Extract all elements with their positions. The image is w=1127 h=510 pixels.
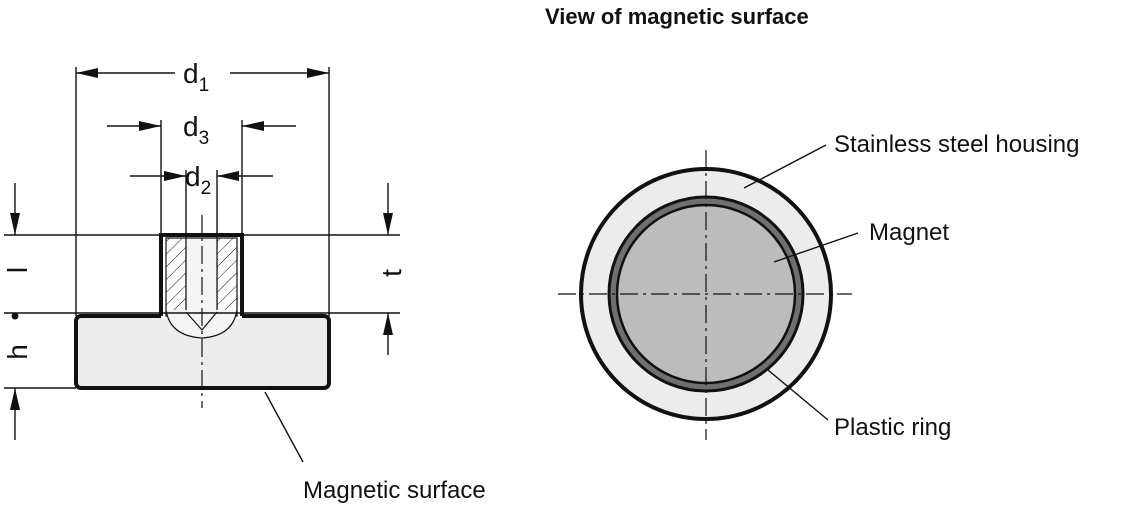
magnet-label: Magnet xyxy=(869,219,949,246)
magnet-leader xyxy=(773,232,859,263)
thread-hatch-left xyxy=(165,237,187,317)
thread-hatch-right xyxy=(216,237,238,317)
l-label: l xyxy=(2,267,33,273)
d2-arrow-left xyxy=(164,171,186,181)
view-title: View of magnetic surface xyxy=(545,4,809,29)
d1-arrow-left xyxy=(76,68,98,78)
t-label: t xyxy=(376,269,407,277)
housing-label: Stainless steel housing xyxy=(834,131,1079,158)
magnetic-surface-leader xyxy=(264,391,304,463)
d3-arrow-right xyxy=(242,121,264,131)
plastic-ring-leader xyxy=(767,369,829,421)
h-label: h xyxy=(2,344,33,360)
t-arrow-top xyxy=(383,213,393,235)
d3-label: d3 xyxy=(183,111,209,149)
side-view: d1 d3 d2 l h t Magnetic surface xyxy=(2,58,486,504)
plastic-ring-label: Plastic ring xyxy=(834,414,951,441)
magnetic-surface-label: Magnetic surface xyxy=(303,477,486,504)
magnetic-surface-view: Stainless steel housing Magnet Plastic r… xyxy=(558,131,1079,441)
d1-arrow-right xyxy=(307,68,329,78)
l-h-dot xyxy=(11,312,19,320)
l-arrow-top xyxy=(10,213,20,235)
d2-label: d2 xyxy=(185,161,211,199)
housing-leader xyxy=(743,144,827,189)
d3-arrow-left xyxy=(139,121,161,131)
t-arrow-bottom xyxy=(383,313,393,335)
d2-arrow-right xyxy=(217,171,239,181)
d1-label: d1 xyxy=(183,58,209,96)
h-arrow-bottom xyxy=(10,388,20,410)
